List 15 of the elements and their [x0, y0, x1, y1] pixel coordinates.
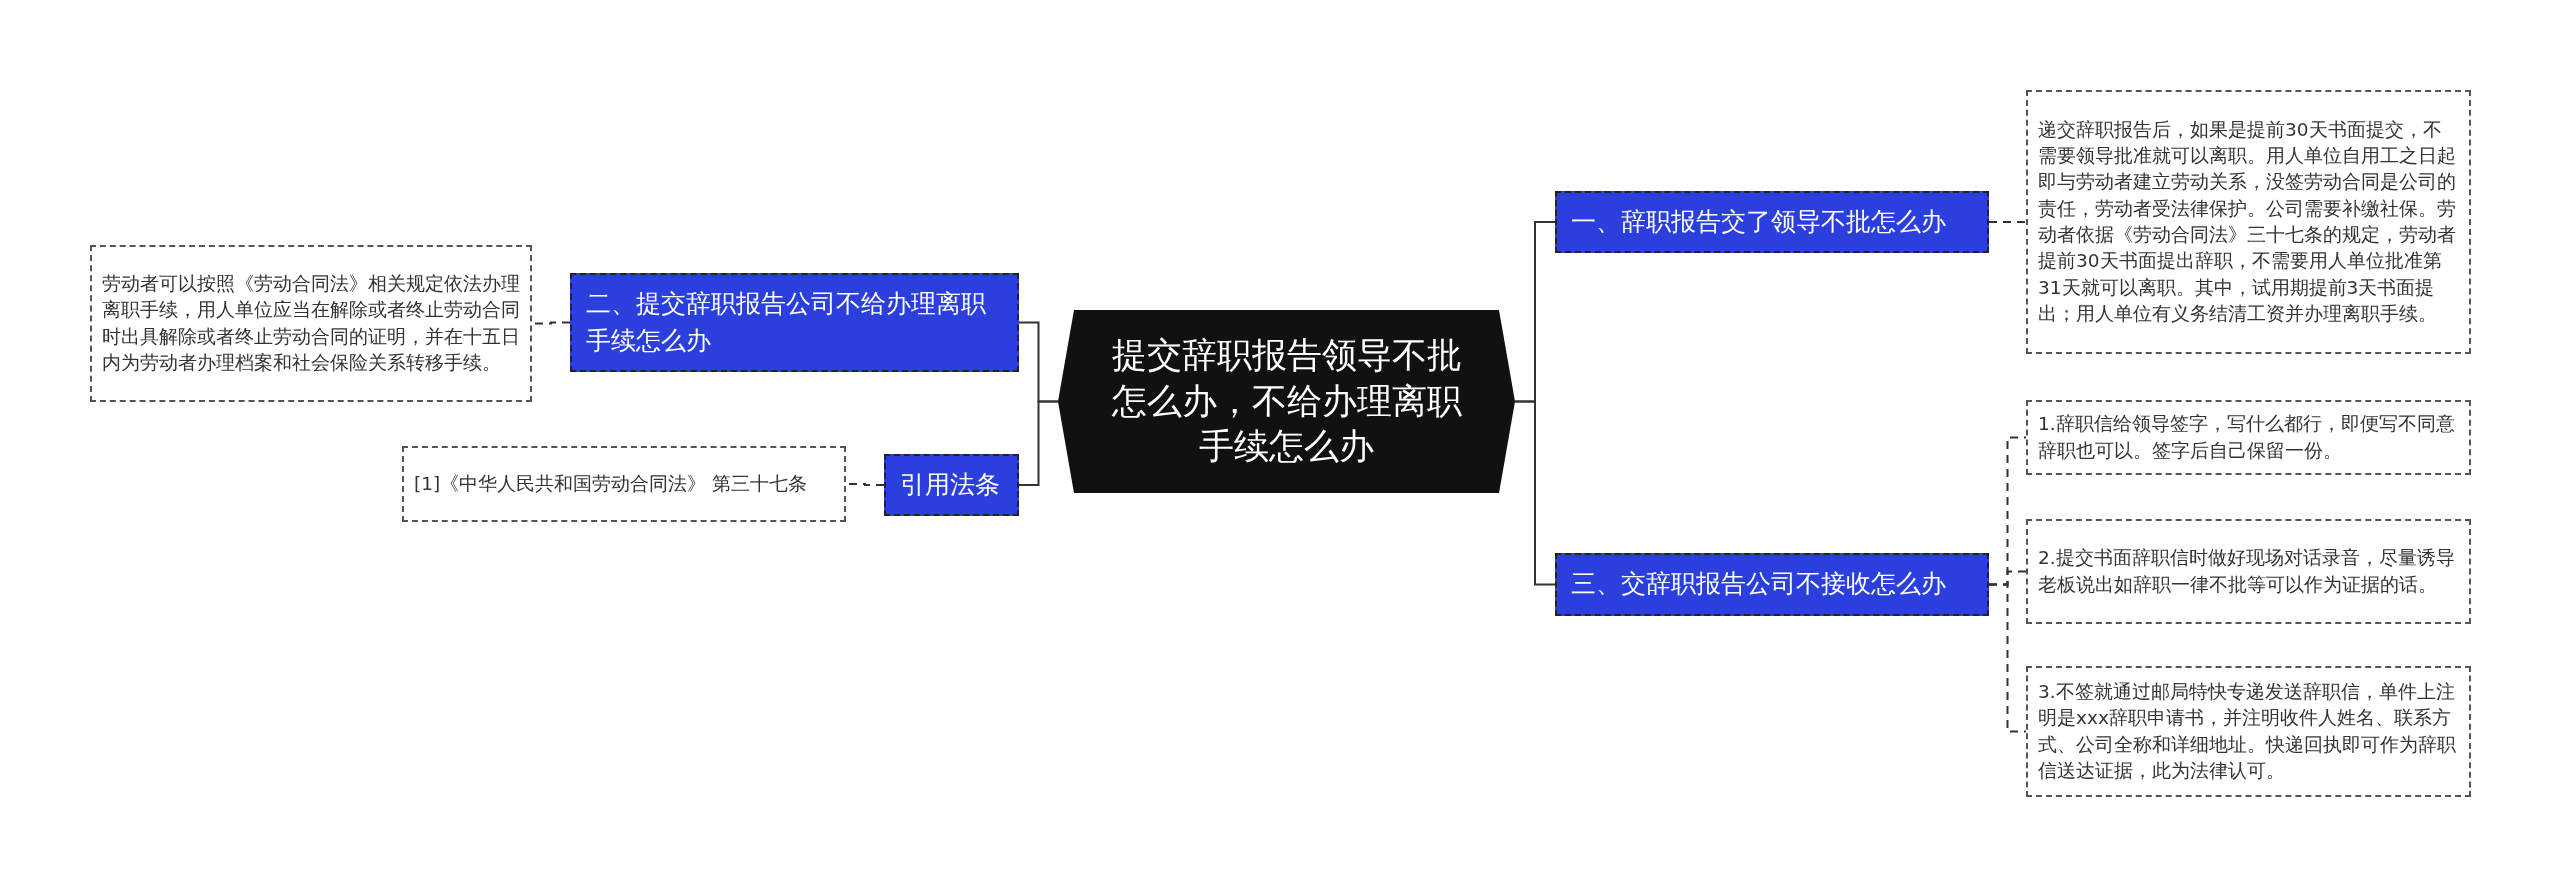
note-box: 3.不签就通过邮局特快专递发送辞职信，单件上注明是xxx辞职申请书，并注明收件人姓名、联系方式、公司全称和详细地址。快递回执即可作为辞职信送达证据，此为法律认可。 [2026, 666, 2471, 797]
topic-box: 三、交辞职报告公司不接收怎么办 [1555, 553, 1989, 616]
note-box: 1.辞职信给领导签字，写什么都行，即便写不同意辞职也可以。签字后自己保留一份。 [2026, 400, 2471, 475]
connector-line [1988, 221, 2027, 223]
topic-box: 引用法条 [884, 454, 1019, 516]
note-box: 劳动者可以按照《劳动合同法》相关规定依法办理离职手续，用人单位应当在解除或者终止劳动合同时出具解除或者终止劳动合同的证明，并在十五日内为劳动者办理档案和社会保险关系转移手续。 [90, 245, 532, 402]
topic-box: 一、辞职报告交了领导不批怎么办 [1555, 191, 1989, 253]
connector-line [1988, 583, 2027, 733]
topic-box: 二、提交辞职报告公司不给办理离职手续怎么办 [570, 273, 1019, 372]
note-box: 递交辞职报告后，如果是提前30天书面提交，不需要领导批准就可以离职。用人单位自用工之日起即与劳动者建立劳动关系，没签劳动合同是公司的责任，劳动者受法律保护。公司需要补缴社保。劳动者依据《劳动合同法》三十七条的规定，劳动者提前30天书面提出辞职，不需要用人单位批准第31天就可以离职。其中，试用期提前3天书面提出；用人单位有义务结清工资并办理离职手续。 [2026, 90, 2471, 354]
note-box: 2.提交书面辞职信时做好现场对话录音，尽量诱导老板说出如辞职一律不批等可以作为证据的话。 [2026, 519, 2471, 624]
connector-line [1018, 400, 1059, 486]
central-topic-hexagon: 提交辞职报告领导不批怎么办，不给办理离职手续怎么办 [1058, 310, 1515, 493]
connector-line [1514, 400, 1556, 586]
note-box: [1]《中华人民共和国劳动合同法》 第三十七条 [402, 446, 846, 522]
